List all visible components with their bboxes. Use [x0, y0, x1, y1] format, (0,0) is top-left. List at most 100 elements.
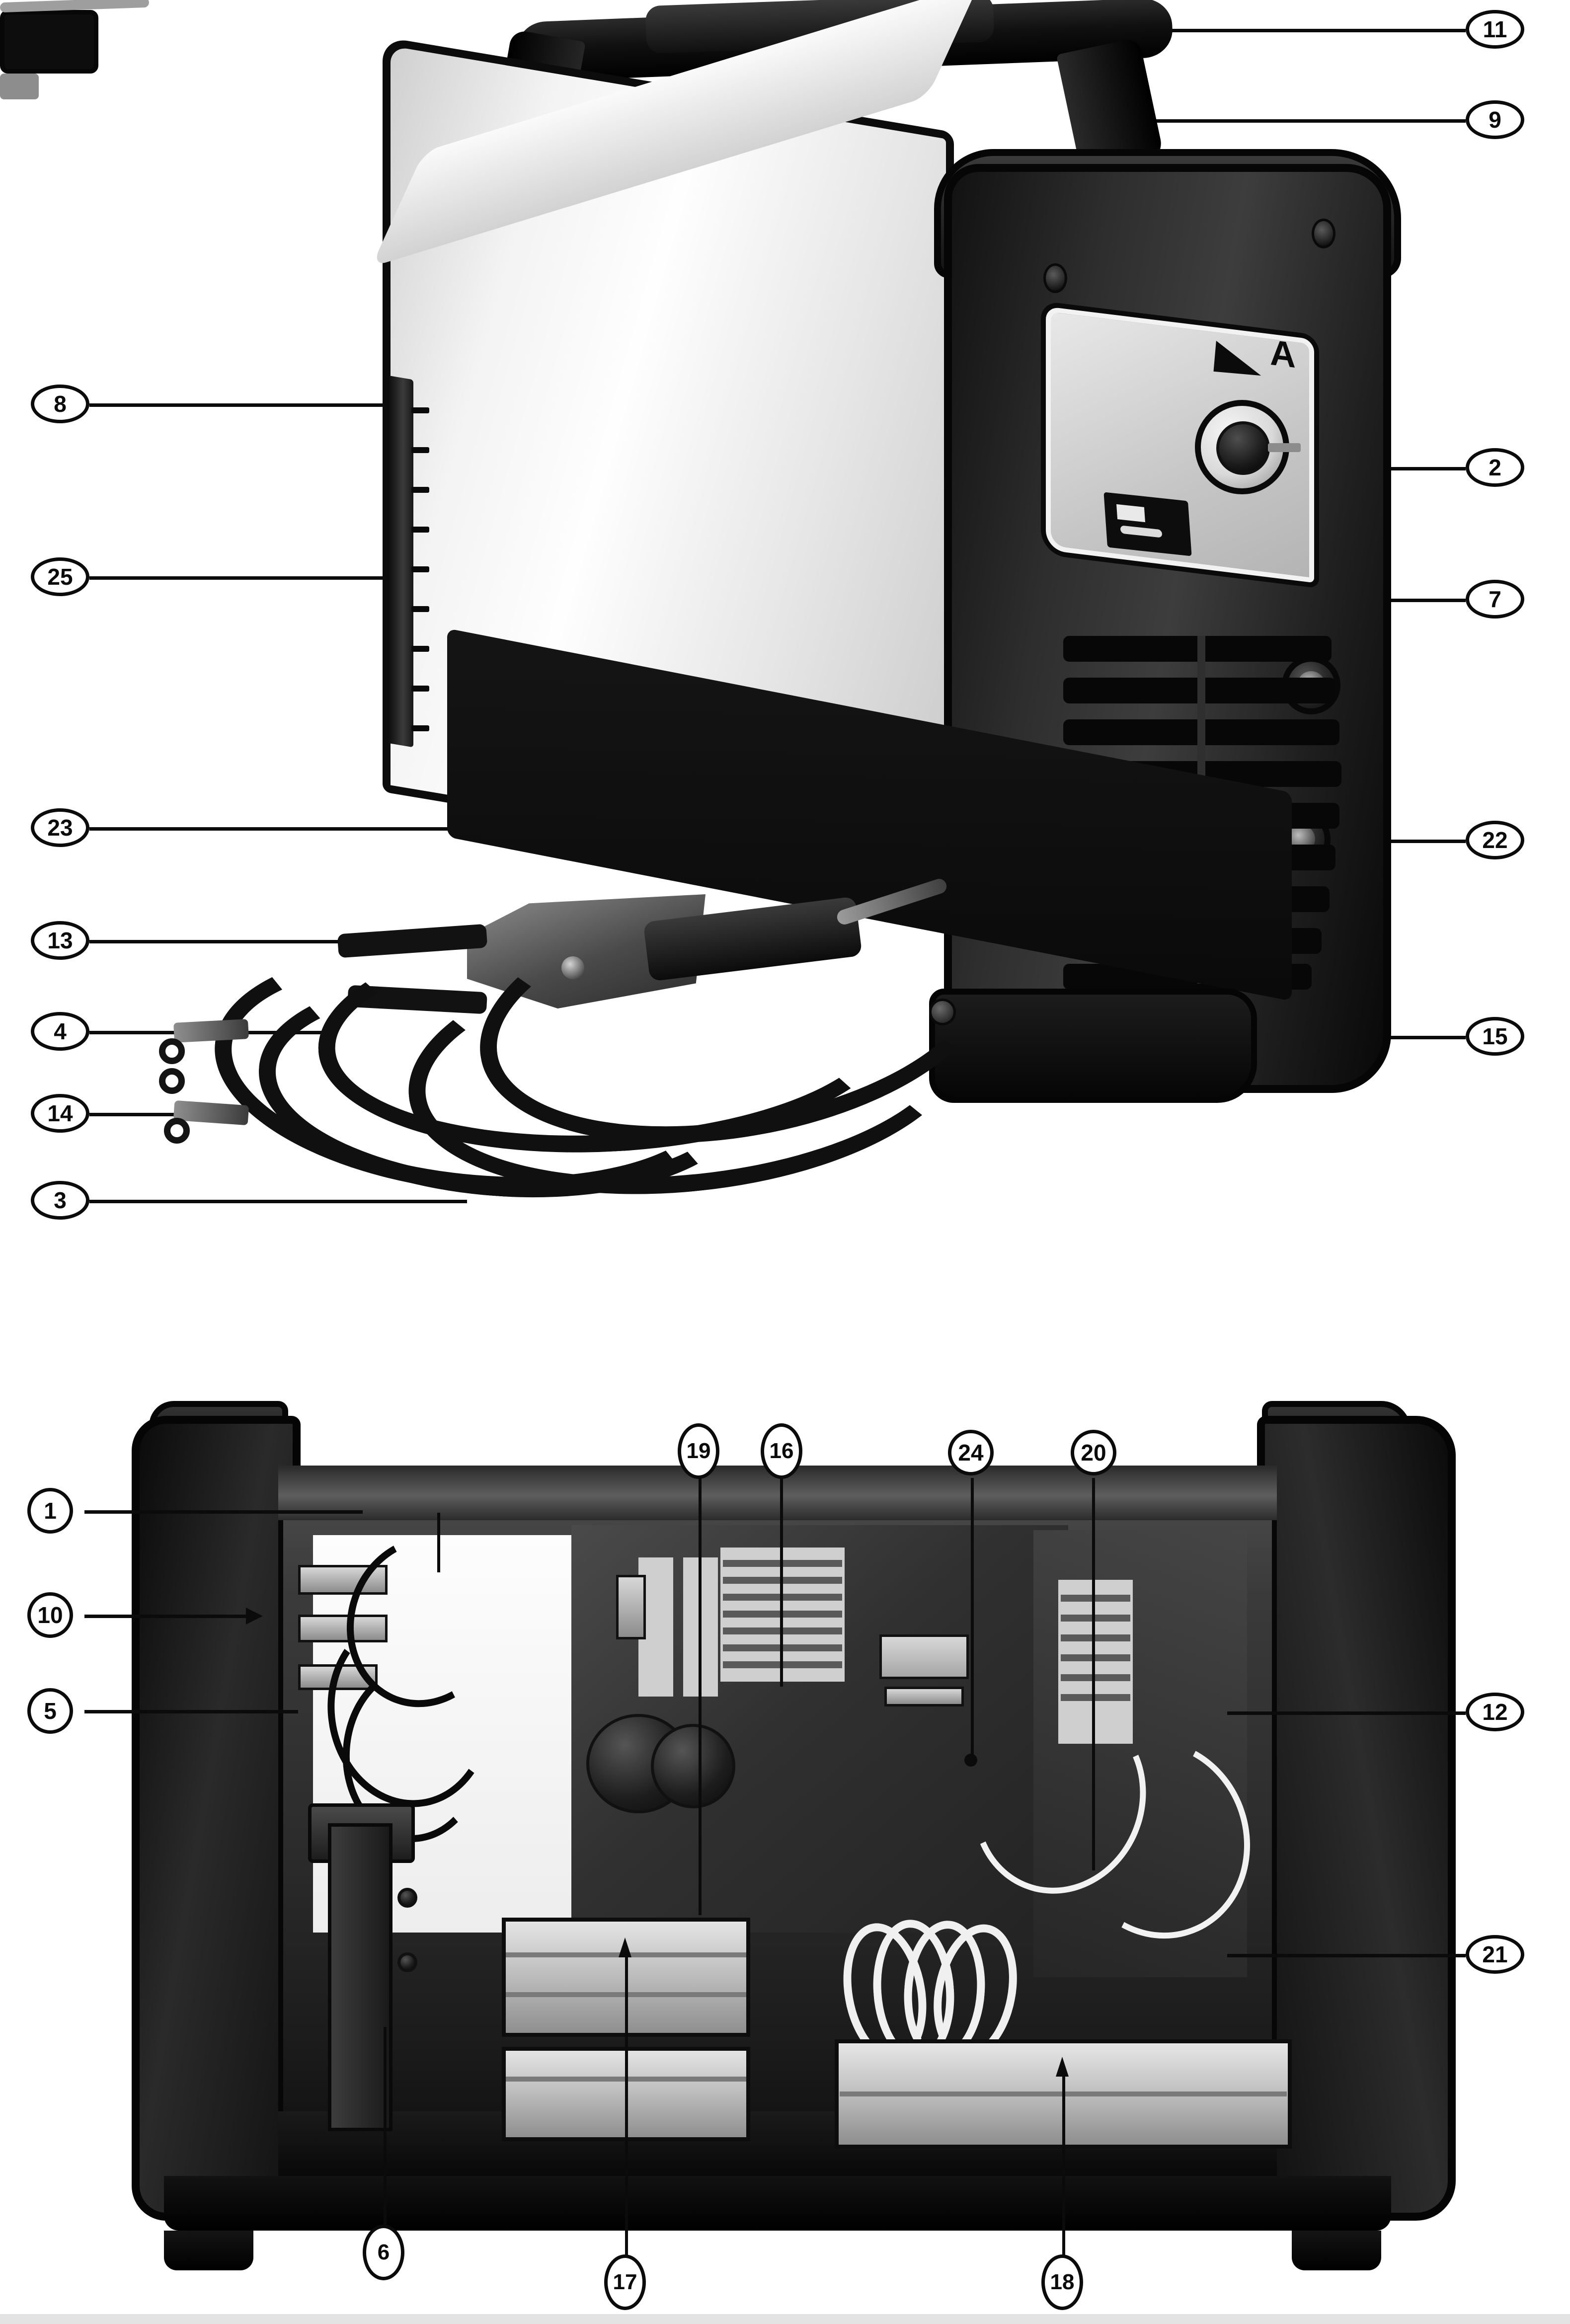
leader-line-23 — [89, 827, 641, 831]
vent-notch-tab — [411, 447, 429, 453]
welding-cable-coil — [199, 846, 1016, 1220]
callout-7[interactable]: 7 — [1466, 580, 1524, 619]
leader-line-8 — [89, 403, 447, 407]
chassis-base-plate — [164, 2176, 1391, 2231]
page-bottom-strip — [0, 2314, 1570, 2324]
clamp-pivot-screw — [561, 956, 584, 979]
output-rectifier-module — [1058, 1580, 1133, 1744]
right-end-cap — [1257, 1416, 1456, 2221]
leader-line-5 — [84, 1710, 298, 1713]
input-terminal-block — [298, 1664, 378, 1690]
vent-notch-tab — [411, 407, 429, 413]
callout-19[interactable]: 19 — [678, 1423, 719, 1479]
cable-lug-eyelet — [164, 1118, 190, 1144]
vent-notch-tab — [411, 487, 429, 493]
leader-line-21 — [1227, 1954, 1466, 1957]
enclosure-foot — [164, 2231, 253, 2270]
mma-icon-detail — [1116, 504, 1145, 523]
callout-9[interactable]: 9 — [1466, 100, 1524, 139]
callout-25[interactable]: 25 — [31, 557, 89, 596]
callout-2[interactable]: 2 — [1466, 448, 1524, 487]
callout-20[interactable]: 20 — [1071, 1430, 1116, 1475]
leader-line-7 — [1376, 599, 1466, 602]
figure-internal-view: 19 16 24 20 1 10 5 12 21 6 17 18 — [0, 1317, 1570, 2310]
mounting-bracket — [328, 1823, 392, 2131]
heat-sink-fin — [1061, 1634, 1130, 1641]
output-choke-toroid — [833, 1917, 1028, 2069]
leader-line-1 — [84, 1510, 363, 1514]
callout-4[interactable]: 4 — [31, 1012, 89, 1051]
callout-10[interactable]: 10 — [27, 1592, 73, 1638]
heat-sink-fin — [1061, 1595, 1130, 1602]
leader-arrow-10 — [246, 1608, 263, 1625]
callout-17[interactable]: 17 — [604, 2254, 646, 2310]
callout-11[interactable]: 11 — [1466, 10, 1524, 49]
leader-line-14 — [89, 1113, 204, 1116]
housing-screw — [1043, 263, 1067, 293]
welding-current-knob[interactable] — [1216, 421, 1270, 475]
vent-notch-tab — [411, 566, 429, 572]
figure-exterior-view: A — [0, 0, 1524, 1220]
cable-lug-connector — [173, 1019, 249, 1043]
heat-sink-fin — [1061, 1674, 1130, 1681]
leader-line-6 — [384, 2027, 387, 2226]
vent-notch-tab — [411, 725, 429, 731]
leader-line-22 — [1322, 840, 1466, 843]
leader-line-16 — [780, 1478, 783, 1687]
leader-line-9 — [1143, 119, 1466, 123]
callout-1[interactable]: 1 — [27, 1488, 73, 1534]
leader-line-20 — [1092, 1478, 1095, 1870]
leader-line-3 — [89, 1200, 467, 1203]
module-pin-header — [884, 1687, 964, 1706]
callout-18[interactable]: 18 — [1041, 2254, 1083, 2310]
callout-22[interactable]: 22 — [1466, 821, 1524, 859]
cable-lug-eyelet — [159, 1068, 185, 1094]
strap-slider — [0, 74, 39, 99]
leader-line-17 — [625, 1957, 628, 2255]
callout-14[interactable]: 14 — [31, 1094, 89, 1133]
display-module — [879, 1634, 969, 1679]
callout-24[interactable]: 24 — [948, 1430, 994, 1475]
electrolytic-capacitor — [651, 1724, 735, 1808]
strap-buckle-adjuster — [0, 10, 98, 74]
callout-12[interactable]: 12 — [1466, 1693, 1524, 1731]
amperage-ramp-icon — [1213, 340, 1264, 376]
leader-line-25 — [89, 576, 606, 580]
base-foot-bolt — [929, 999, 956, 1025]
enclosure-foot — [1292, 2231, 1381, 2270]
callout-21[interactable]: 21 — [1466, 1935, 1524, 1974]
knob-pointer — [1268, 443, 1301, 452]
heat-sink-fin — [1061, 1654, 1130, 1661]
callout-5[interactable]: 5 — [27, 1688, 73, 1734]
left-end-cap — [132, 1416, 301, 2221]
heat-sink-fin — [1061, 1694, 1130, 1701]
bracket-fastener — [397, 1888, 417, 1908]
leader-line-11 — [974, 29, 1466, 32]
callout-8[interactable]: 8 — [31, 385, 89, 423]
input-terminal-block — [298, 1565, 388, 1595]
housing-screw — [1312, 219, 1335, 248]
callout-6[interactable]: 6 — [363, 2225, 404, 2280]
capacitor-clamp — [616, 1575, 646, 1639]
leader-arrow-17 — [619, 1937, 631, 1957]
bracket-fastener — [397, 1952, 417, 1972]
callout-3[interactable]: 3 — [31, 1181, 89, 1220]
leader-line-12 — [1227, 1711, 1466, 1715]
leader-line-24 — [971, 1478, 974, 1761]
amperage-letter-label: A — [1270, 332, 1296, 376]
leader-line-19 — [699, 1478, 702, 1915]
input-terminal-block — [298, 1615, 388, 1642]
callout-16[interactable]: 16 — [761, 1423, 802, 1479]
vent-notch-tab — [411, 646, 429, 652]
wire-tie-post — [437, 1513, 440, 1572]
leader-line-18 — [1062, 2077, 1065, 2255]
callout-13[interactable]: 13 — [31, 921, 89, 960]
side-cover-vent-notch — [388, 375, 413, 748]
vent-notch-tab — [411, 527, 429, 533]
cable-lug-eyelet — [159, 1038, 185, 1064]
callout-23[interactable]: 23 — [31, 808, 89, 847]
vent-notch-tab — [411, 606, 429, 612]
leader-line-10 — [84, 1615, 248, 1618]
callout-15[interactable]: 15 — [1466, 1017, 1524, 1056]
